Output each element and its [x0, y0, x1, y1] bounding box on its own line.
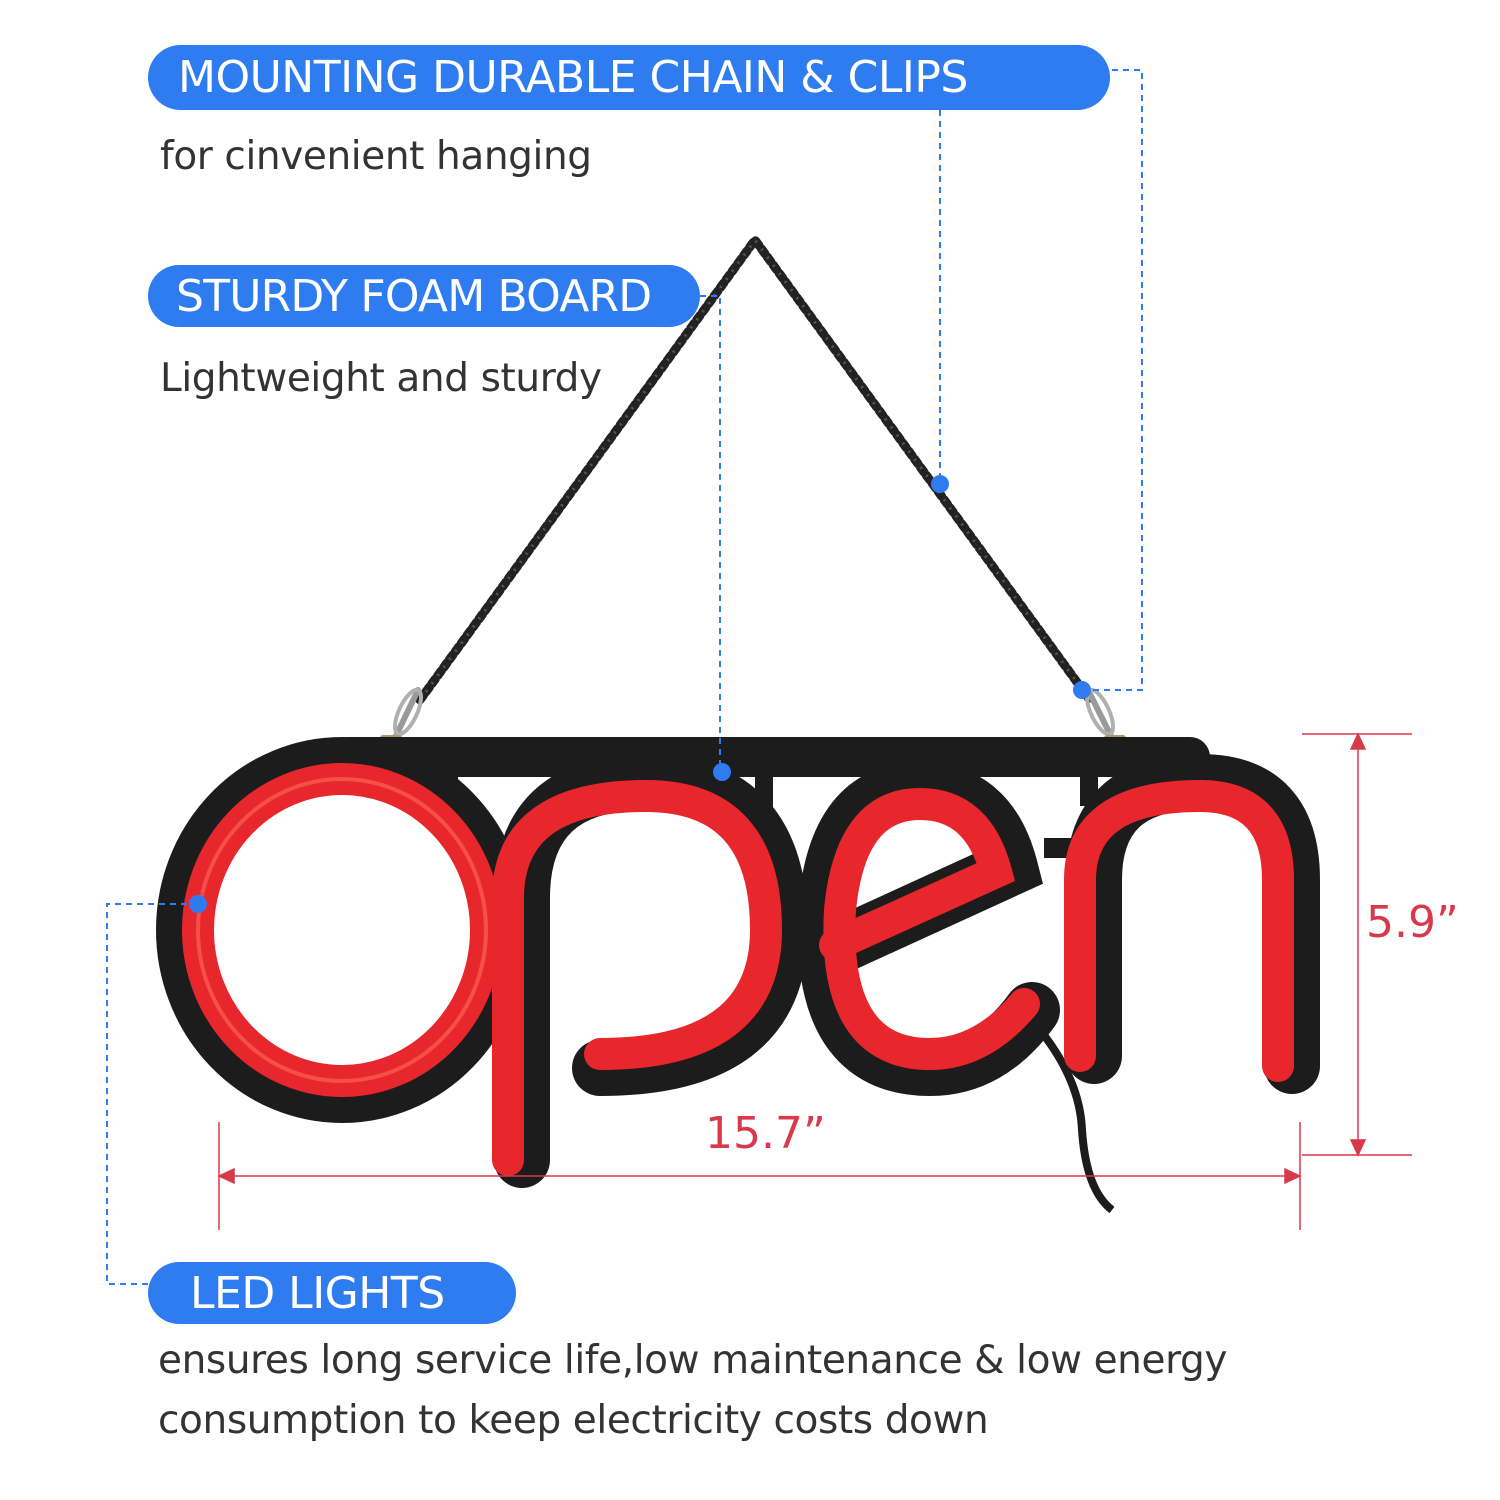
callout-lines [106, 69, 1143, 1285]
width-label: 15.7” [705, 1108, 826, 1159]
hanging-chain [415, 232, 1095, 705]
feature-title-foam-board: STURDY FOAM BOARD [148, 265, 700, 327]
neon-letters [182, 763, 1294, 1176]
feature-desc-led-line-2: consumption to keep electricity costs do… [158, 1398, 989, 1443]
feature-desc-led-line-1: ensures long service life,low maintenanc… [158, 1338, 1228, 1383]
feature-desc-chain: for cinvenient hanging [160, 134, 592, 179]
feature-title-chain: MOUNTING DURABLE CHAIN & CLIPS [148, 45, 1110, 110]
height-dimension [1302, 732, 1412, 1157]
power-cable [1036, 1027, 1115, 1214]
callout-dots [189, 475, 1091, 913]
height-label: 5.9” [1366, 897, 1459, 948]
width-dimension [217, 1122, 1302, 1230]
feature-title-led-lights: LED LIGHTS [148, 1262, 516, 1324]
feature-desc-foam-board: Lightweight and sturdy [160, 356, 602, 401]
